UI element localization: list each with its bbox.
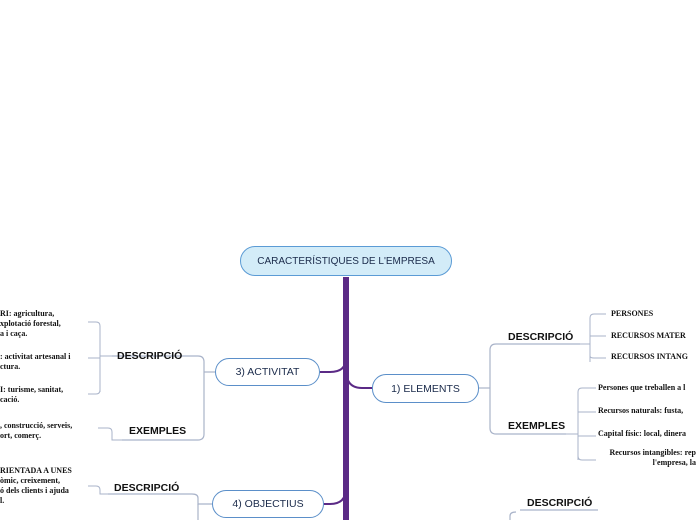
activitat-exemples-item-1-line-1: , construcció, serveis, bbox=[0, 421, 73, 430]
activitat-descripcio-item-2-line-1: : activitat artesanal i bbox=[0, 352, 71, 361]
activitat-descripcio-item-3-line-1: I: turisme, sanitat, bbox=[0, 385, 64, 394]
objectius-descripcio-item-1-line-1: RIENTADA A UNES bbox=[0, 466, 72, 475]
activitat-descripcio-item-3-line-2: cació. bbox=[0, 395, 20, 404]
elements-exemples-item-4-line-1: Recursos intangibles: rep bbox=[609, 448, 696, 457]
activitat-descripcio-item-2[interactable]: : activitat artesanal i ctura. bbox=[0, 352, 70, 372]
root-topic[interactable]: CARACTERÍSTIQUES DE L'EMPRESA bbox=[240, 246, 452, 276]
activitat-descripcio-item-3[interactable]: I: turisme, sanitat, cació. bbox=[0, 385, 63, 405]
elements-descripcio-item-2[interactable]: RECURSOS MATER bbox=[611, 331, 686, 340]
elements-exemples-item-4-line-2: l'empresa, la bbox=[652, 458, 696, 467]
objectius-descripcio-item-1-line-4: l. bbox=[0, 496, 5, 505]
activitat-descripcio-item-1-line-1: RI: agricultura, bbox=[0, 309, 55, 318]
objectius-descripcio-item-1-line-3: ó dels clients i ajuda bbox=[0, 486, 69, 495]
activitat-exemples-item-1[interactable]: , construcció, serveis, ort, comerç. bbox=[0, 421, 72, 441]
topic-activitat[interactable]: 3) ACTIVITAT bbox=[215, 358, 320, 386]
elements-exemples-item-3[interactable]: Capital físic: local, dinera bbox=[598, 429, 686, 438]
elements-descripcio-item-1[interactable]: PERSONES bbox=[611, 309, 654, 318]
elements-exemples-item-1[interactable]: Persones que treballen a l bbox=[598, 383, 686, 392]
activitat-descripcio-item-1[interactable]: RI: agricultura, xplotació forestal, a i… bbox=[0, 309, 61, 339]
objectius-descripcio-item-1-line-2: òmic, creixement, bbox=[0, 476, 61, 485]
elements-exemples-label[interactable]: EXEMPLES bbox=[508, 420, 566, 432]
elements-exemples-item-4[interactable]: Recursos intangibles: rep l'empresa, la bbox=[598, 448, 696, 468]
activitat-descripcio-item-1-line-3: a i caça. bbox=[0, 329, 28, 338]
activitat-descripcio-label[interactable]: DESCRIPCIÓ bbox=[117, 350, 183, 362]
topic-elements[interactable]: 1) ELEMENTS bbox=[372, 374, 479, 403]
bottom-right-descripcio-label[interactable]: DESCRIPCIÓ bbox=[527, 497, 593, 509]
topic-objectius[interactable]: 4) OBJECTIUS bbox=[212, 490, 324, 518]
elements-descripcio-item-3[interactable]: RECURSOS INTANG bbox=[611, 352, 688, 361]
objectius-descripcio-label[interactable]: DESCRIPCIÓ bbox=[114, 482, 180, 494]
elements-descripcio-label[interactable]: DESCRIPCIÓ bbox=[508, 331, 574, 343]
objectius-descripcio-item-1[interactable]: RIENTADA A UNES òmic, creixement, ó dels… bbox=[0, 466, 72, 506]
activitat-descripcio-item-1-line-2: xplotació forestal, bbox=[0, 319, 61, 328]
activitat-exemples-label[interactable]: EXEMPLES bbox=[129, 425, 187, 437]
activitat-exemples-item-1-line-2: ort, comerç. bbox=[0, 431, 42, 440]
activitat-descripcio-item-2-line-2: ctura. bbox=[0, 362, 21, 371]
elements-exemples-item-2[interactable]: Recursos naturals: fusta, bbox=[598, 406, 684, 415]
